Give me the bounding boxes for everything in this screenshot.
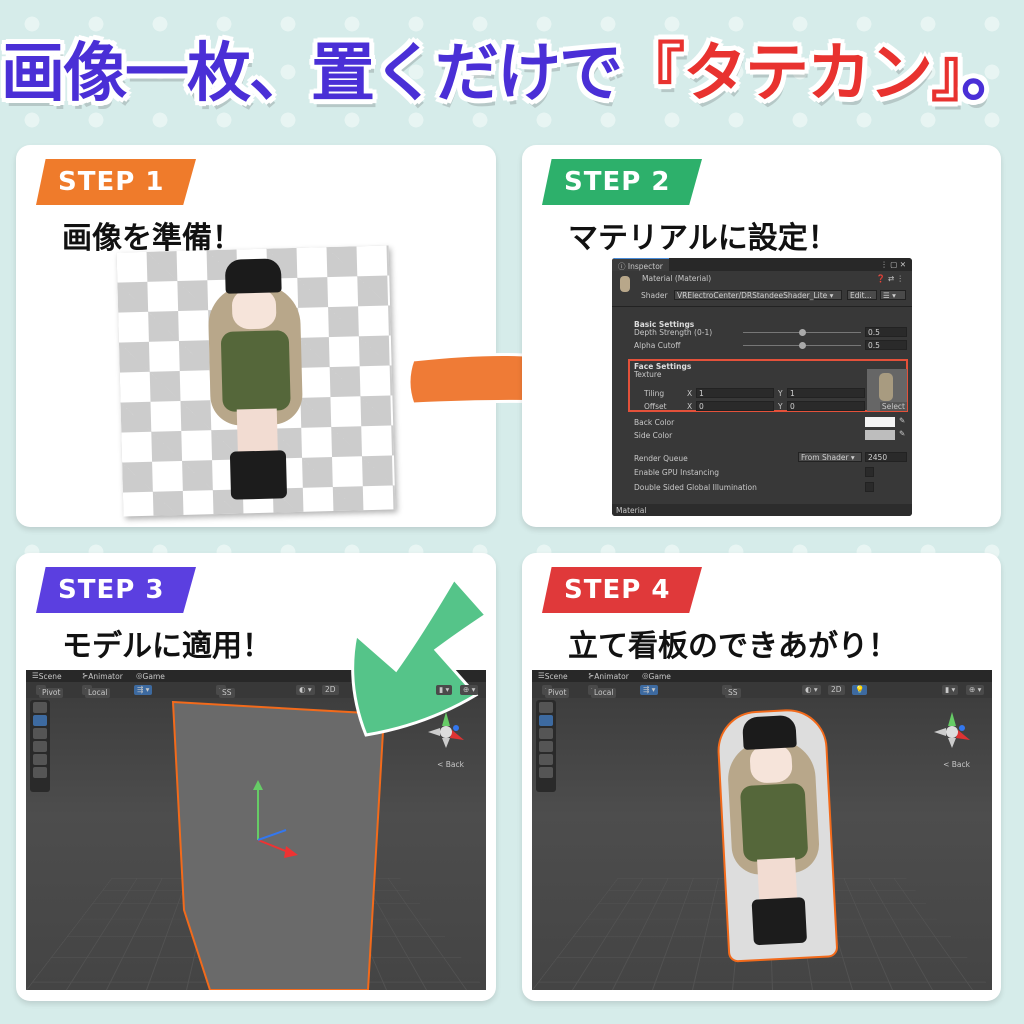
step2-heading: マテリアルに設定！ <box>568 221 838 256</box>
tab-game[interactable]: ◎ Game <box>136 671 165 681</box>
tab-animator[interactable]: ⊱ Animator <box>82 671 123 681</box>
standee-plane[interactable] <box>171 700 386 990</box>
texture-label: Texture <box>634 370 662 379</box>
orientation-gizmo[interactable] <box>932 710 972 750</box>
snap-tool-button[interactable]: ⇶ ▾ <box>134 685 153 695</box>
2d-toggle[interactable]: 2D <box>828 685 845 695</box>
title-highlight: 『タテカン』 <box>621 37 963 111</box>
page-title: 画像一枚、置くだけで『タテカン』。 <box>0 22 1024 114</box>
side-color-swatch[interactable] <box>865 430 895 440</box>
edit-shader-button[interactable]: Edit... <box>847 290 877 300</box>
render-queue-label: Render Queue <box>634 454 688 463</box>
alpha-cutoff-field[interactable]: 0.5 <box>865 340 907 350</box>
step3-badge: STEP 3 <box>36 567 196 613</box>
inspector-panel: ⓘ Inspector ⋮ ▢ ✕ Material (Material) ❓ … <box>612 258 912 516</box>
title-period: 。 <box>961 37 1024 111</box>
offset-label: Offset <box>644 402 667 411</box>
inspector-tab[interactable]: ⓘ Inspector <box>612 258 669 271</box>
scene-toolbox[interactable] <box>30 700 50 792</box>
gpu-instancing-label: Enable GPU Instancing <box>634 468 720 477</box>
local-dropdown[interactable]: Local ▾ <box>588 685 617 698</box>
material-name: Material (Material) <box>642 274 712 283</box>
render-queue-dropdown[interactable]: From Shader ▾ <box>798 452 862 462</box>
texture-select-button[interactable]: Select <box>879 402 907 411</box>
tab-game[interactable]: ◎ Game <box>642 671 671 681</box>
tab-scene[interactable]: ☰ Scene <box>538 671 568 681</box>
material-preview-icon <box>620 276 630 292</box>
tiling-y-field[interactable]: 1 <box>787 388 865 398</box>
render-queue-field[interactable]: 2450 <box>865 452 907 462</box>
scene-view[interactable]: ☰ Scene ⊱ Animator ◎ Game Pivot ▾ Local ▾ ⇶ … <box>26 670 486 990</box>
back-color-swatch[interactable] <box>865 417 895 427</box>
texture-slot[interactable]: Select <box>867 369 907 411</box>
back-color-label: Back Color <box>634 418 675 427</box>
shader-menu-button[interactable]: ☰ ▾ <box>880 290 906 300</box>
eyedropper-icon[interactable]: ✎ <box>899 429 906 438</box>
offset-y-field[interactable]: 0 <box>787 401 865 411</box>
step4-heading: 立て看板のできあがり！ <box>568 629 898 664</box>
eyedropper-icon[interactable]: ✎ <box>899 416 906 425</box>
snap-increment-dropdown[interactable]: SS ▾ <box>216 685 235 698</box>
tiling-x-field[interactable]: 1 <box>696 388 774 398</box>
material-footer: Material <box>612 504 912 516</box>
gizmos-dropdown[interactable]: ⊕ ▾ <box>966 685 985 695</box>
gpu-instancing-checkbox[interactable] <box>865 467 874 477</box>
step4-card: STEP 4 立て看板のできあがり！ ☰ Scene ⊱ Animator ◎ Ga… <box>522 553 1001 1001</box>
orientation-gizmo[interactable] <box>426 710 466 750</box>
step1-card: STEP 1 画像を準備！ <box>16 145 496 527</box>
move-gizmo-x[interactable] <box>257 839 289 853</box>
source-image <box>116 245 396 517</box>
alpha-cutoff-knob[interactable] <box>799 342 806 349</box>
pivot-dropdown[interactable]: Pivot ▾ <box>36 685 64 698</box>
double-sided-gi-label: Double Sided Global Illumination <box>634 483 757 492</box>
camera-dropdown[interactable]: ▮ ▾ <box>942 685 959 695</box>
tiling-label: Tiling <box>644 389 665 398</box>
depth-strength-field[interactable]: 0.5 <box>865 327 907 337</box>
material-options-icon[interactable]: ❓ ⇄ ⋮ <box>876 274 904 283</box>
tab-animator[interactable]: ⊱ Animator <box>588 671 629 681</box>
gizmos-dropdown[interactable]: ⊕ ▾ <box>460 685 479 695</box>
local-dropdown[interactable]: Local ▾ <box>82 685 111 698</box>
offset-x-field[interactable]: 0 <box>696 401 774 411</box>
snap-increment-dropdown[interactable]: SS ▾ <box>722 685 741 698</box>
standee-model[interactable] <box>715 707 839 963</box>
pivot-dropdown[interactable]: Pivot ▾ <box>542 685 570 698</box>
shading-dropdown[interactable]: ◐ ▾ <box>296 685 315 695</box>
double-sided-gi-checkbox[interactable] <box>865 482 874 492</box>
shader-label: Shader <box>641 291 668 300</box>
scene-toolbox[interactable] <box>536 700 556 792</box>
step1-badge: STEP 1 <box>36 159 196 205</box>
arrow-down-left-icon <box>351 576 489 737</box>
tab-scene[interactable]: ☰ Scene <box>32 671 62 681</box>
shader-dropdown[interactable]: VRElectroCenter/DRStandeeShader_Lite ▾ <box>674 290 842 300</box>
basic-settings-heading: Basic Settings <box>634 320 695 329</box>
alpha-cutoff-label: Alpha Cutoff <box>634 341 681 350</box>
move-gizmo-z[interactable] <box>257 829 287 841</box>
scene-view[interactable]: ☰ Scene ⊱ Animator ◎ Game Pivot ▾ Local ▾ ⇶ … <box>532 670 992 990</box>
window-controls-icon[interactable]: ⋮ ▢ ✕ <box>880 260 906 269</box>
snap-tool-button[interactable]: ⇶ ▾ <box>640 685 659 695</box>
camera-dropdown[interactable]: ▮ ▾ <box>436 685 453 695</box>
step2-badge: STEP 2 <box>542 159 702 205</box>
2d-toggle[interactable]: 2D <box>322 685 339 695</box>
step4-badge: STEP 4 <box>542 567 702 613</box>
back-button[interactable]: < Back <box>943 760 970 769</box>
step3-card: STEP 3 モデルに適用！ ☰ Scene ⊱ Animator ◎ Game P… <box>16 553 496 1001</box>
face-settings-highlight <box>628 359 908 412</box>
title-main: 画像一枚、置くだけで <box>1 37 623 111</box>
depth-strength-label: Depth Strength (0-1) <box>634 328 713 337</box>
shading-dropdown[interactable]: ◐ ▾ <box>802 685 821 695</box>
lighting-toggle[interactable]: 💡 <box>852 685 868 695</box>
side-color-label: Side Color <box>634 431 673 440</box>
step3-heading: モデルに適用！ <box>62 629 272 664</box>
back-button[interactable]: < Back <box>437 760 464 769</box>
face-settings-heading: Face Settings <box>634 362 692 371</box>
step2-card: STEP 2 マテリアルに設定！ ⓘ Inspector ⋮ ▢ ✕ Mater… <box>522 145 1001 527</box>
depth-strength-knob[interactable] <box>799 329 806 336</box>
